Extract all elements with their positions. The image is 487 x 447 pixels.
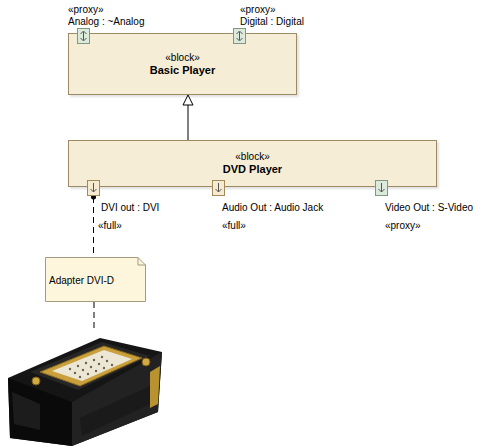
connector-line [188, 105, 189, 140]
port-label: Video Out : S-Video [385, 202, 473, 214]
port-symbol [233, 28, 246, 44]
flow-arrow [216, 189, 222, 192]
flow-arrow [81, 38, 87, 41]
port-symbol [375, 180, 388, 196]
port-label: Analog : ~Analog [68, 16, 144, 28]
flow-arrow [81, 31, 87, 34]
block-box: «block»DVD Player [68, 140, 437, 187]
flow-arrow [83, 32, 84, 40]
port-label: Audio Out : Audio Jack [222, 202, 323, 214]
dashed-leader [94, 302, 95, 332]
stereotype-label: «block» [165, 52, 199, 64]
port-label: DVI out : DVI [101, 202, 159, 214]
anchor-line [91, 195, 96, 258]
flow-arrow [379, 189, 385, 192]
proxy-port: «proxy»Digital : Digital [233, 28, 246, 44]
block-name: Basic Player [150, 64, 215, 77]
port-symbol [212, 180, 225, 196]
full-port: DVI out : DVI«full» [87, 180, 100, 196]
port-square [213, 181, 225, 196]
port-square [78, 29, 90, 44]
flow-arrow [239, 32, 240, 40]
flow-arrow [381, 183, 382, 192]
port-square [88, 181, 100, 196]
block-name: DVD Player [223, 163, 282, 176]
port-symbol [77, 28, 90, 44]
note-shape [46, 258, 146, 302]
port-label: Digital : Digital [240, 16, 304, 28]
port-label: «proxy» [240, 4, 276, 16]
port-label: «proxy» [385, 220, 421, 232]
port-label: «full» [98, 220, 122, 232]
port-label: «full» [222, 220, 246, 232]
port-square [376, 181, 388, 196]
note-text: Adapter DVI-D [49, 275, 114, 287]
anchor-dot [91, 195, 96, 200]
proxy-port: Video Out : S-Video«proxy» [375, 180, 388, 196]
note-box: Adapter DVI-D [45, 257, 146, 302]
flow-arrow [91, 189, 97, 192]
flow-arrow [237, 31, 243, 34]
full-port: Audio Out : Audio Jack«full» [212, 180, 225, 196]
port-label: «proxy» [68, 4, 104, 16]
dvi-adapter-photo [8, 338, 162, 446]
connector-line [93, 197, 94, 257]
flow-arrow [237, 38, 243, 41]
stereotype-label: «block» [235, 151, 269, 163]
generalization-arrow [183, 95, 193, 140]
proxy-port: «proxy»Analog : ~Analog [77, 28, 90, 44]
hollow-triangle-head [183, 95, 193, 105]
flow-arrow [218, 183, 219, 192]
port-square [234, 29, 246, 44]
note-fold [138, 258, 146, 266]
block-box: «block»Basic Player [68, 33, 297, 95]
flow-arrow [93, 183, 94, 192]
port-symbol [87, 180, 100, 196]
